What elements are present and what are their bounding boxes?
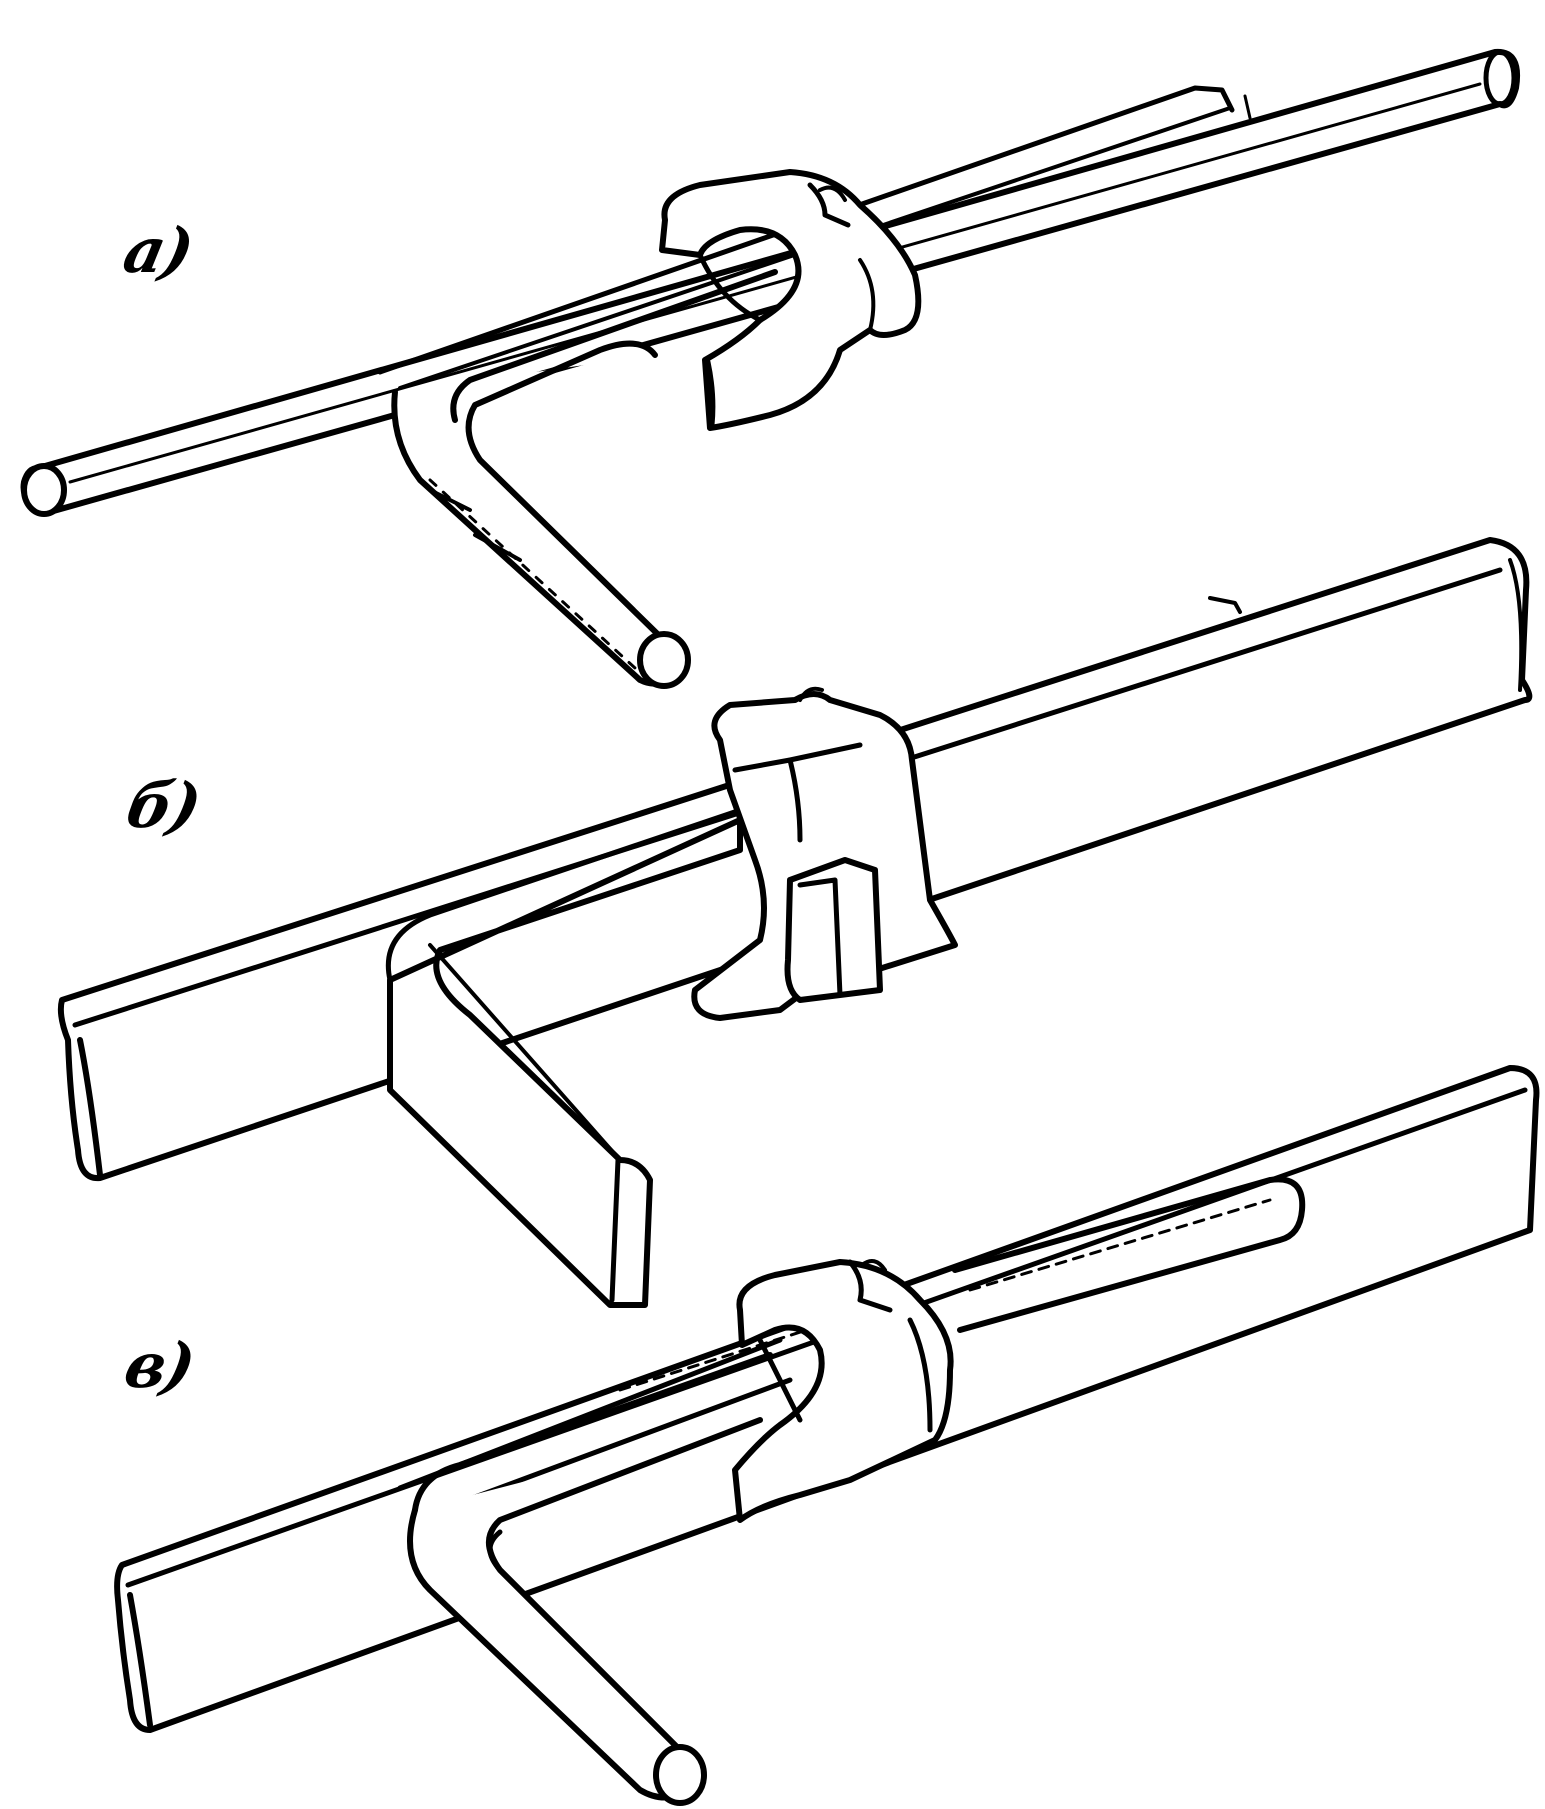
panel-a-assembly bbox=[20, 48, 1520, 689]
panel-label-v: в) bbox=[118, 1329, 200, 1402]
panel-b-bracket bbox=[385, 797, 773, 1308]
panel-a-round-rod bbox=[20, 48, 1520, 517]
panel-v-clamp bbox=[732, 1259, 954, 1523]
panel-v-assembly bbox=[114, 1065, 1540, 1806]
panel-b-clamp bbox=[691, 686, 958, 1021]
panel-label-b: б) bbox=[120, 769, 206, 842]
panel-b-assembly bbox=[57, 537, 1533, 1308]
panel-label-a: а) bbox=[117, 214, 199, 287]
panel-a-hook-rod bbox=[391, 269, 778, 689]
panel-a-clamp bbox=[659, 169, 922, 431]
panel-v-hook-rod bbox=[407, 1352, 773, 1806]
